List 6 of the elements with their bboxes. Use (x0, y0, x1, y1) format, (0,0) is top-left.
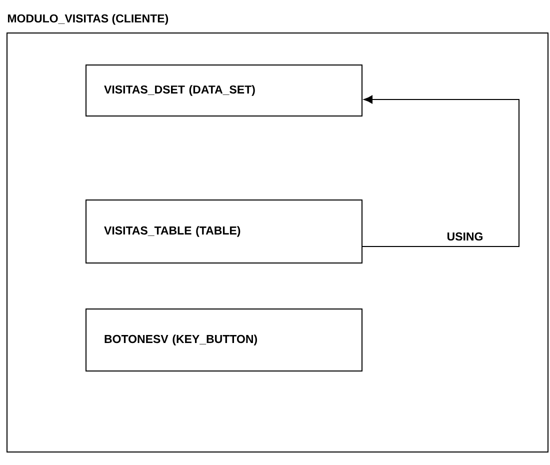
edge-label: USING (446, 231, 484, 242)
component-box: VISITAS_TABLE (TABLE) (86, 200, 362, 264)
component-box: VISITAS_DSET (DATA_SET) (86, 64, 362, 116)
arrow (362, 95, 520, 247)
component-box: BOTONESV (KEY_BUTTON) (86, 308, 362, 372)
module-heading: MODULO_VISITAS (CLIENTE) (8, 14, 168, 25)
